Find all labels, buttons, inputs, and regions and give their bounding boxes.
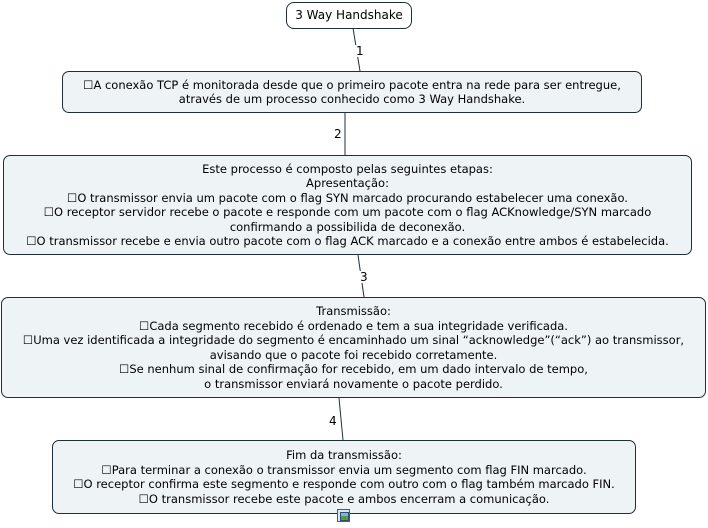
- node-2-line-6: ☐O transmissor recebe e envia outro paco…: [26, 234, 669, 248]
- node-2-line-4: ☐O receptor servidor recebe o pacote e r…: [43, 205, 652, 219]
- node-3-line-4: avisando que o pacote foi recebido corre…: [209, 347, 498, 362]
- node-2-line-3: ☐O transmissor envia um pacote com o fla…: [67, 190, 628, 205]
- node-3-line-1: Transmissão:: [316, 304, 391, 318]
- node-3-line-5: ☐Se nenhum sinal de confirmação for rece…: [119, 362, 588, 376]
- topic-node-apresentacao[interactable]: Este processo é composto pelas seguintes…: [3, 155, 692, 255]
- topic-node-transmissao[interactable]: Transmissão: ☐Cada segmento recebido é o…: [1, 297, 706, 398]
- edge-label-3: 3: [359, 270, 369, 284]
- node-4-line-3: ☐O receptor confirma este segmento e res…: [73, 477, 615, 491]
- node-4-line-4: ☐O transmissor recebe este pacote e ambo…: [138, 491, 550, 506]
- edge-label-4: 4: [328, 414, 338, 428]
- node-1-line-2: através de um processo conhecido como 3 …: [178, 92, 526, 106]
- node-4-line-1: Fim da transmissão:: [286, 448, 402, 462]
- node-2-line-5: confirmando a possibilida de deconexão.: [229, 219, 466, 234]
- node-3-line-3: ☐Uma vez identificada a integridade do s…: [22, 333, 685, 347]
- root-topic-title: 3 Way Handshake: [295, 8, 403, 23]
- node-2-line-2: Apresentação:: [306, 176, 389, 190]
- image-thumbnail-glyph: [340, 512, 349, 521]
- node-2-line-1: Este processo é composto pelas seguintes…: [202, 161, 493, 176]
- node-1-line-1: ☐A conexão TCP é monitorada desde que o …: [83, 77, 621, 92]
- node-4-line-2: ☐Para terminar a conexão o transmissor e…: [101, 462, 587, 477]
- root-topic-node[interactable]: 3 Way Handshake: [286, 2, 412, 29]
- connector-4: [338, 397, 344, 441]
- edge-label-1: 1: [355, 44, 365, 58]
- node-3-line-6: o transmissor enviará novamente o pacote…: [204, 376, 503, 391]
- image-attachment-icon[interactable]: [337, 509, 350, 522]
- topic-node-fim-da-transmissao[interactable]: Fim da transmissão: ☐Para terminar a con…: [52, 440, 636, 514]
- node-3-line-2: ☐Cada segmento recebido é ordenado e tem…: [139, 318, 568, 333]
- topic-node-tcp-monitoring[interactable]: ☐A conexão TCP é monitorada desde que o …: [62, 71, 642, 113]
- edge-label-2: 2: [333, 127, 343, 141]
